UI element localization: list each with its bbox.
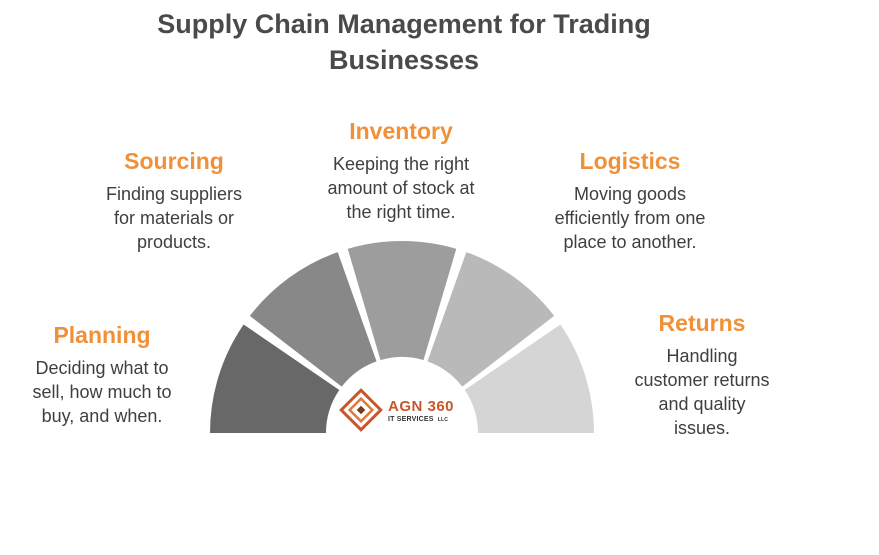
logo-mark-icon [339,388,383,432]
stage-sourcing: Sourcing Finding suppliers for materials… [64,146,284,254]
company-logo: AGN 360 IT SERVICES LLC [334,386,484,434]
stage-description: Finding suppliers for materials or produ… [64,182,284,254]
desc-line: products. [136,232,212,252]
diagram-title: Supply Chain Management for Trading Busi… [0,6,808,78]
stage-logistics: Logistics Moving goods efficiently from … [520,146,740,254]
logo-name: AGN 360 [388,398,455,415]
stage-title: Planning [53,322,151,348]
fan-segment-planning [210,324,340,433]
stage-description: Moving goods efficiently from one place … [520,182,740,254]
stage-description: Handling customer returns and quality is… [592,344,812,440]
fan-segment-sourcing [249,252,377,387]
desc-line: efficiently from one [554,208,706,228]
stage-title: Inventory [349,118,453,144]
stage-returns: Returns Handling customer returns and qu… [592,308,812,440]
fan-segment-logistics [427,252,555,387]
desc-line: the right time. [346,202,456,222]
stage-title: Logistics [579,148,681,174]
logo-suffix: LLC [437,417,449,423]
desc-line: place to another. [563,232,697,252]
desc-line: buy, and when. [41,406,163,426]
desc-line: Keeping the right [332,154,470,174]
fan-segment-returns [464,324,594,433]
title-line-2: Businesses [328,45,480,75]
desc-line: Deciding what to [35,358,169,378]
stage-title: Sourcing [124,148,224,174]
stage-inventory: Inventory Keeping the right amount of st… [291,116,511,224]
desc-line: issues. [673,418,731,438]
stage-description: Deciding what to sell, how much to buy, … [0,356,212,428]
stage-planning: Planning Deciding what to sell, how much… [0,320,212,428]
desc-line: Finding suppliers [105,184,243,204]
logo-subtitle-text: IT SERVICES [388,416,434,423]
desc-line: and quality [658,394,746,414]
title-line-1: Supply Chain Management for Trading [157,9,651,39]
stage-title: Returns [658,310,746,336]
stage-description: Keeping the right amount of stock at the… [291,152,511,224]
fan-segment-inventory [347,241,457,361]
desc-line: Handling [666,346,738,366]
desc-line: sell, how much to [32,382,172,402]
desc-line: customer returns [634,370,770,390]
desc-line: for materials or [113,208,235,228]
desc-line: amount of stock at [327,178,475,198]
desc-line: Moving goods [573,184,687,204]
logo-subtitle: IT SERVICES LLC [388,416,448,423]
